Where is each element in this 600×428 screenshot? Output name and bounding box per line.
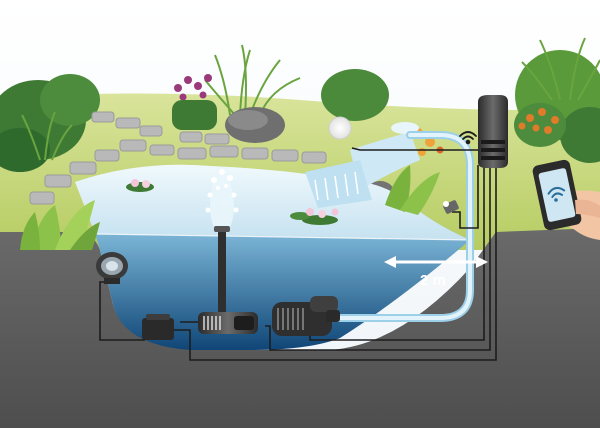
soil-cross-section bbox=[0, 228, 600, 428]
wifi-icon bbox=[459, 131, 477, 145]
waterline bbox=[94, 233, 471, 241]
fountain-spray bbox=[205, 169, 239, 235]
water-surface bbox=[75, 164, 470, 240]
distance-dimension: 2 m bbox=[384, 256, 488, 289]
smartphone-icon bbox=[532, 159, 600, 240]
garden-lamp-icon bbox=[328, 116, 352, 140]
filter-pump-icon bbox=[272, 296, 340, 336]
ornamental-grasses bbox=[21, 37, 600, 161]
pond-light-icon bbox=[96, 252, 128, 284]
waterfall-stream bbox=[305, 122, 420, 208]
foreground-plants bbox=[20, 165, 440, 250]
background-shrubs bbox=[0, 50, 600, 172]
stone-border bbox=[29, 111, 327, 205]
spotlight-icon bbox=[443, 200, 459, 214]
distance-label: 2 m bbox=[420, 272, 446, 289]
control-unit-icon bbox=[478, 95, 508, 168]
fountain-pump-icon bbox=[198, 312, 258, 334]
water-lily-icon bbox=[126, 179, 339, 225]
transformer-icon bbox=[142, 314, 174, 340]
fountain-riser-pipe bbox=[218, 228, 226, 316]
